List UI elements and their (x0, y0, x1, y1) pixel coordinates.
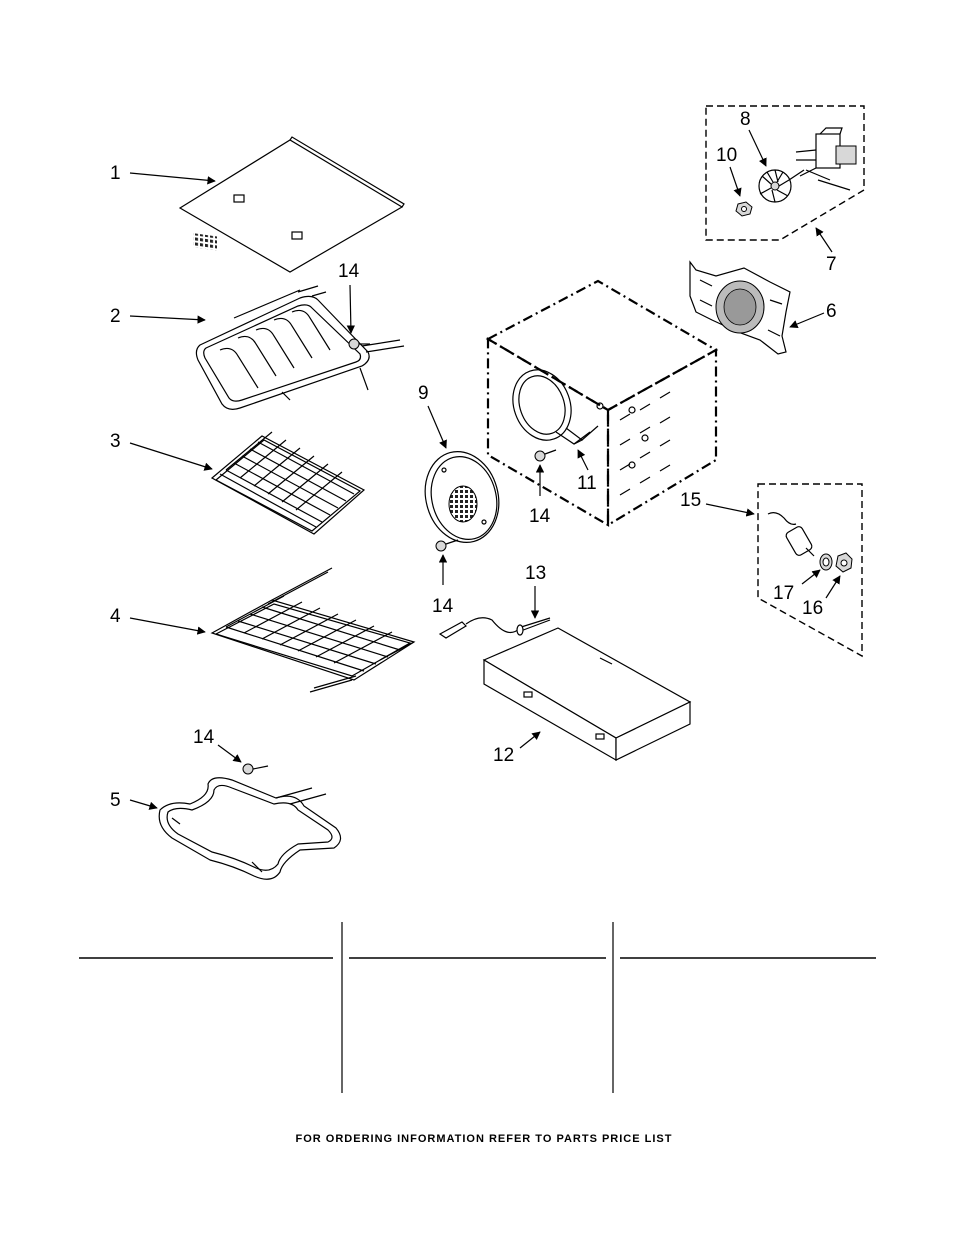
callout-15: 15 (680, 490, 701, 511)
callout-14-upper: 14 (338, 261, 360, 282)
callout-1: 1 (110, 163, 121, 184)
leader-15 (705, 503, 755, 517)
leader-9 (427, 405, 447, 449)
callout-8: 8 (740, 109, 751, 130)
part-7-fan-motor (795, 127, 857, 191)
part-9-fan-cover (424, 451, 500, 543)
leader-14-lower-left (217, 744, 242, 763)
leader-5 (129, 799, 158, 810)
oven-cavity-outline (485, 279, 719, 527)
part-15-lamp-socket (767, 512, 815, 557)
callout-17: 17 (773, 583, 794, 604)
part-6-fan-baffle (689, 260, 791, 355)
leader-3 (129, 442, 213, 471)
callout-7: 7 (826, 254, 837, 275)
leader-1 (129, 172, 216, 185)
callout-2: 2 (110, 306, 121, 327)
part-3-oven-rack (210, 431, 366, 535)
part-8-fan-blade (758, 169, 805, 203)
leader-10 (729, 166, 742, 197)
part-1-top-panel (178, 136, 405, 273)
screw-14-middle (435, 539, 459, 552)
screw-14-upper (348, 338, 370, 350)
leader-6 (789, 312, 825, 329)
leader-17 (801, 569, 821, 585)
callout-6: 6 (826, 301, 837, 322)
part-4-sliding-rack (210, 567, 416, 693)
callout-14-lower-left: 14 (193, 727, 215, 748)
callout-16: 16 (802, 598, 823, 619)
leader-4 (129, 617, 206, 635)
callout-13: 13 (525, 563, 546, 584)
callout-10: 10 (716, 145, 737, 166)
screw-14-lower-left (242, 763, 269, 775)
part-5-bake-element (158, 777, 342, 880)
parts-list-table (79, 922, 876, 1093)
part-10-nut (735, 201, 753, 217)
part-17-gasket (819, 553, 833, 571)
leader-8 (748, 129, 767, 167)
leader-14-upper (346, 284, 356, 334)
part-11-convection-element (512, 369, 599, 445)
footer-ordering-note: FOR ORDERING INFORMATION REFER TO PARTS … (296, 1133, 673, 1145)
callout-3: 3 (110, 431, 121, 452)
leader-7 (815, 227, 833, 253)
leader-2 (129, 315, 206, 324)
part-2-broil-element (195, 285, 405, 410)
group-15-outline (757, 483, 863, 658)
callout-11: 11 (577, 473, 597, 494)
group-7-outline (705, 105, 865, 241)
callout-4: 4 (110, 606, 121, 627)
callout-5: 5 (110, 790, 121, 811)
screw-14-cavity (534, 449, 557, 462)
callout-9: 9 (418, 383, 429, 404)
callout-12: 12 (493, 745, 514, 766)
leader-12 (519, 731, 541, 749)
leader-11 (577, 449, 589, 471)
callout-14-middle: 14 (432, 596, 454, 617)
leader-16 (825, 575, 841, 599)
callout-14-cavity: 14 (529, 506, 551, 527)
part-12-drip-tray (482, 627, 692, 762)
part-13-meat-probe (438, 617, 551, 639)
part-16-lens (835, 552, 853, 573)
